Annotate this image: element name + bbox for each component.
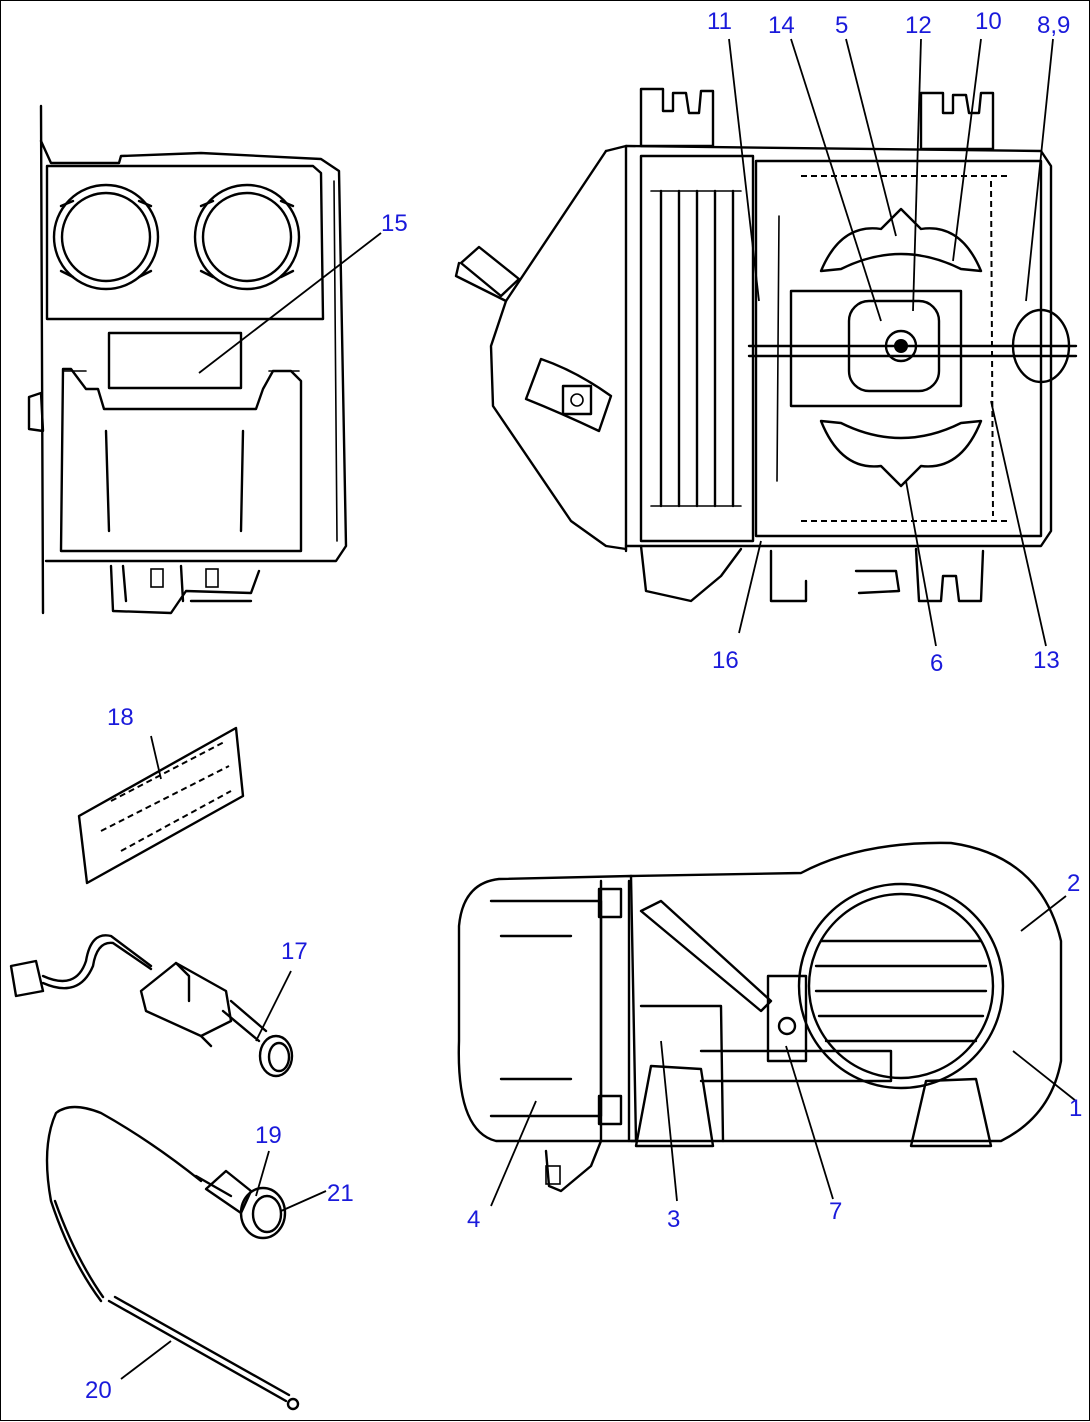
callout-20: 20 <box>85 1377 112 1404</box>
callout-5: 5 <box>835 12 848 39</box>
callout-19: 19 <box>255 1122 282 1149</box>
callout-3: 3 <box>667 1206 680 1233</box>
callout-6: 6 <box>930 650 943 677</box>
callout-16: 16 <box>712 647 739 674</box>
callout-4: 4 <box>467 1206 480 1233</box>
callouts: 1 2 3 4 5 6 7 8,9 10 11 12 13 14 15 16 1… <box>85 8 1082 1404</box>
heater-unit-top-view <box>454 87 1078 603</box>
callout-18: 18 <box>107 704 134 731</box>
callout-7: 7 <box>829 1198 842 1225</box>
blower-switch <box>9 934 294 1078</box>
callout-12: 12 <box>905 12 932 39</box>
callout-14: 14 <box>768 12 795 39</box>
callout-10: 10 <box>975 8 1002 35</box>
callout-21: 21 <box>327 1180 354 1207</box>
callout-11: 11 <box>707 8 732 35</box>
callout-8-9: 8,9 <box>1037 12 1070 39</box>
callout-13: 13 <box>1033 647 1060 674</box>
control-cable <box>45 1105 300 1411</box>
heater-unit-front-view <box>27 104 348 615</box>
leader-lines <box>120 38 1077 1380</box>
callout-2: 2 <box>1067 870 1080 897</box>
callout-15: 15 <box>381 210 408 237</box>
callout-1: 1 <box>1069 1095 1082 1122</box>
label-plate <box>77 726 245 885</box>
blower-assembly <box>457 841 1063 1193</box>
callout-17: 17 <box>281 938 308 965</box>
